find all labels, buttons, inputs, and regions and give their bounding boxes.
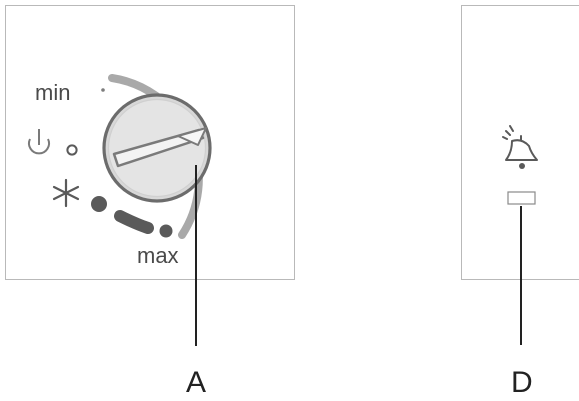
dial-pointer xyxy=(112,128,205,168)
min-marker xyxy=(101,88,105,92)
callout-a-label: A xyxy=(186,366,207,399)
alarm-display-window xyxy=(507,191,536,205)
min-label: min xyxy=(35,80,71,105)
dial-pointer-tip xyxy=(177,127,207,146)
power-standby-icon xyxy=(28,129,50,155)
max-setting-curve xyxy=(114,210,154,234)
standby-indicator-icon xyxy=(66,144,78,156)
freeze-snowflake-icon xyxy=(52,178,80,208)
temperature-dial[interactable] xyxy=(102,93,212,203)
fast-freeze-dot xyxy=(91,196,107,212)
max-dot xyxy=(159,224,173,238)
alarm-bell-icon xyxy=(502,125,538,169)
callout-d-label: D xyxy=(511,366,533,399)
max-label: max xyxy=(137,243,179,268)
